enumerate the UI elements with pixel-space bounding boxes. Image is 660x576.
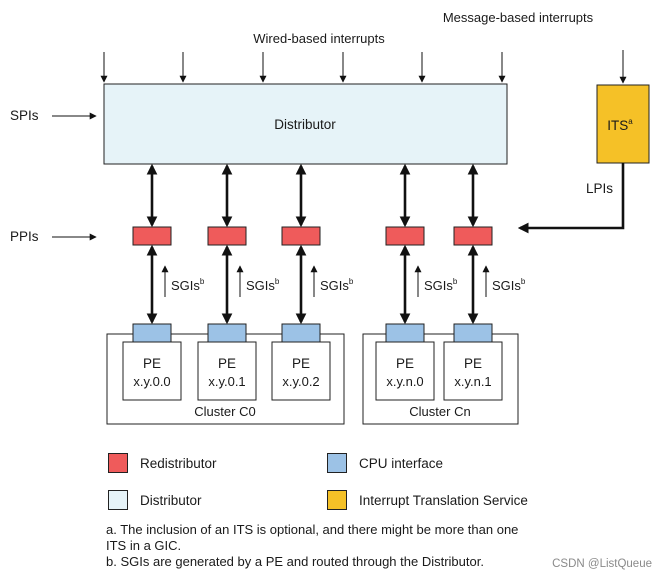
pe-id: x.y.0.2 (282, 374, 319, 389)
pe-id: x.y.n.1 (454, 374, 491, 389)
sgis-label: SGIsb (171, 277, 205, 293)
pe-name: PE (464, 356, 482, 371)
redistributor-swatch (108, 453, 128, 473)
note-b: b. SGIs are generated by a PE and routed… (106, 554, 484, 569)
redistributor (207, 226, 247, 246)
cpu-interface (132, 323, 172, 343)
wired-interrupt-arrows (100, 52, 506, 83)
legend-cpu-interface: CPU interface (327, 453, 443, 473)
legend-its: Interrupt Translation Service (327, 490, 528, 510)
legend-its-label: Interrupt Translation Service (359, 492, 528, 508)
legend-cpu-interface-label: CPU interface (359, 455, 444, 471)
message-interrupts-label: Message-based interrupts (443, 10, 594, 25)
sgis-label: SGIsb (492, 277, 526, 293)
pe-box (122, 341, 182, 401)
pe-box (375, 341, 435, 401)
watermark: CSDN @ListQueue (552, 558, 652, 570)
cpu-interface (385, 323, 425, 343)
redistributor (132, 226, 172, 246)
sgis-label: SGIsb (424, 277, 458, 293)
note-a-line1: a. The inclusion of an ITS is optional, … (106, 522, 519, 537)
pe-id: x.y.0.1 (208, 374, 245, 389)
sgis-label: SGIsb (320, 277, 354, 293)
cpu-interface (281, 323, 321, 343)
legend-distributor-label: Distributor (140, 492, 202, 508)
redistributor (281, 226, 321, 246)
pe-name: PE (292, 356, 310, 371)
note-a-line2: ITS in a GIC. (106, 538, 182, 553)
distributor-label: Distributor (274, 117, 336, 132)
pe-id: x.y.0.0 (133, 374, 170, 389)
distributor-block (103, 83, 508, 165)
pe-box (271, 341, 331, 401)
pe-name: PE (396, 356, 414, 371)
its-swatch (327, 490, 347, 510)
cpu-interface (453, 323, 493, 343)
its-block (596, 84, 650, 164)
lpis-label: LPIs (586, 181, 613, 196)
pe-box (443, 341, 503, 401)
lpis-arrow (517, 163, 625, 234)
distributor-swatch (108, 490, 128, 510)
its-label: ITSa (607, 117, 633, 133)
redistributor (453, 226, 493, 246)
pe-box (197, 341, 257, 401)
legend-redistributor: Redistributor (108, 453, 217, 473)
cluster-cn-label: Cluster Cn (409, 404, 470, 419)
wired-interrupts-label: Wired-based interrupts (253, 31, 385, 46)
cpu-interface (207, 323, 247, 343)
pe-id: x.y.n.0 (386, 374, 423, 389)
pe-name: PE (218, 356, 236, 371)
ppis-label: PPIs (10, 229, 39, 244)
sgis-label: SGIsb (246, 277, 280, 293)
cluster-c0-label: Cluster C0 (194, 404, 255, 419)
cpu-interface-swatch (327, 453, 347, 473)
pe-name: PE (143, 356, 161, 371)
legend-distributor: Distributor (108, 490, 202, 510)
legend-redistributor-label: Redistributor (140, 455, 217, 471)
redistributor (385, 226, 425, 246)
spis-label: SPIs (10, 108, 39, 123)
